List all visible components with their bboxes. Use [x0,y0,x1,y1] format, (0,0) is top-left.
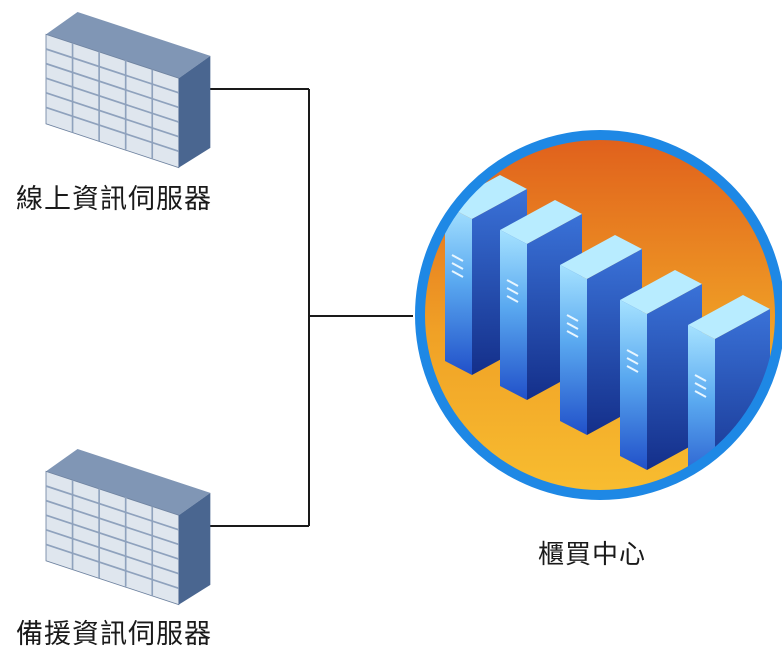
online-server-label: 線上資訊伺服器 [16,184,212,215]
connector-lines [210,88,413,527]
server-cluster-icon [415,130,782,500]
backup-server-icon [45,448,212,606]
data-center-label: 櫃買中心 [538,540,647,570]
backup-server-label: 備援資訊伺服器 [16,619,212,650]
online-server-icon [45,11,212,169]
